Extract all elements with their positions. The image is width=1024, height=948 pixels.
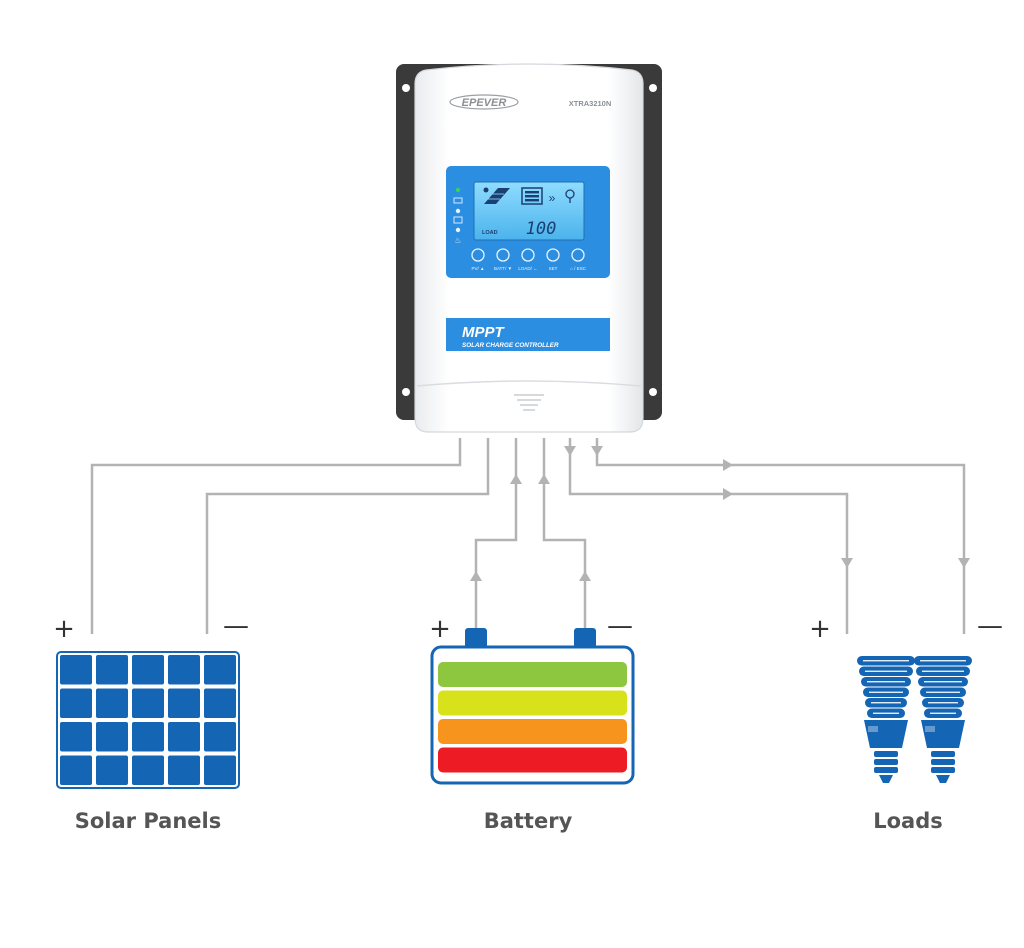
load-flow-arrow-icon xyxy=(723,459,733,471)
battery-positive-wire xyxy=(474,438,518,628)
mount-hole-tl xyxy=(402,84,410,92)
solar-minus-sign: — xyxy=(223,611,249,641)
battery-minus-sign: — xyxy=(607,611,633,641)
lcd-bulb-icon xyxy=(565,189,575,203)
solar-cell xyxy=(96,755,128,785)
button-label: ⌂ / ESC xyxy=(570,266,586,271)
solar-cell xyxy=(168,755,200,785)
load-left-button[interactable] xyxy=(521,248,535,262)
mount-hole-tr xyxy=(649,84,657,92)
battery-plus-sign: + xyxy=(429,614,451,644)
lcd-load-label: LOAD xyxy=(482,230,498,236)
load-flow-arrow-icon xyxy=(841,558,853,568)
battery-flow-arrow-icon xyxy=(470,571,482,581)
mppt-subtitle: SOLAR CHARGE CONTROLLER xyxy=(462,342,559,349)
loads-minus-sign: — xyxy=(977,611,1003,641)
solar-cell xyxy=(204,688,236,718)
battery-led xyxy=(455,208,461,214)
solar-cell xyxy=(204,655,236,685)
solar-plus-sign: + xyxy=(53,614,75,644)
battery-flow-arrow-icon xyxy=(538,474,550,484)
loads-group xyxy=(857,656,972,783)
battery-negative-wire xyxy=(542,438,587,628)
battery-flow-arrow-icon xyxy=(510,474,522,484)
pv-up-button[interactable] xyxy=(471,248,485,262)
load-flow-arrow-icon xyxy=(958,558,970,568)
battery-level-bar xyxy=(438,719,627,744)
battery-negative-terminal xyxy=(574,628,596,648)
solar-cell xyxy=(60,722,92,752)
solar-cell xyxy=(204,755,236,785)
solar-panels-label: Solar Panels xyxy=(75,809,221,833)
solar-cell xyxy=(168,722,200,752)
solar-cell xyxy=(168,688,200,718)
solar-negative-wire xyxy=(205,438,490,634)
solar-cell xyxy=(132,755,164,785)
load-flow-arrow-icon xyxy=(564,446,576,456)
battery-level-bar xyxy=(438,690,627,716)
button-label: SET xyxy=(549,266,558,271)
load-flow-arrow-icon xyxy=(723,488,733,500)
esc-button[interactable] xyxy=(571,248,585,262)
battery-level-bar xyxy=(438,747,627,773)
solar-cell xyxy=(204,722,236,752)
model-number: XTRA3210N xyxy=(569,99,612,108)
loads-label: Loads xyxy=(873,809,943,833)
brand-logo: EPEVER xyxy=(462,97,507,109)
battery-icon xyxy=(430,628,635,785)
solar-cell xyxy=(96,688,128,718)
battery-flow-arrow-icon xyxy=(579,571,591,581)
mount-hole-bl xyxy=(402,388,410,396)
lcd-readout: 100 xyxy=(526,219,557,239)
load-negative-wire xyxy=(595,438,966,634)
load-positive-wire xyxy=(568,438,849,634)
battery-level-bar xyxy=(438,662,627,687)
lcd-signal-icon: » xyxy=(549,191,556,205)
solar-cell xyxy=(132,722,164,752)
mppt-title: MPPT xyxy=(462,324,506,341)
battery-label: Battery xyxy=(484,809,573,833)
batt-down-button[interactable] xyxy=(496,248,510,262)
battery-positive-terminal xyxy=(465,628,487,648)
brand-logo-swoosh xyxy=(449,94,519,110)
loads-plus-sign: + xyxy=(809,614,831,644)
mppt-banner xyxy=(446,318,610,351)
solar-cell xyxy=(96,722,128,752)
button-label: PV/ ▲ xyxy=(472,266,485,271)
load-led xyxy=(455,227,461,233)
solar-panel-icon xyxy=(56,651,240,789)
button-label: LOAD/ ← xyxy=(518,266,537,271)
cfl-bulb-icon xyxy=(914,656,972,783)
mount-hole-br xyxy=(649,388,657,396)
load-flow-arrow-icon xyxy=(591,446,603,456)
solar-cell xyxy=(96,655,128,685)
wiring xyxy=(90,438,970,634)
solar-cell xyxy=(60,755,92,785)
solar-cell xyxy=(132,655,164,685)
button-label: BATT/ ▼ xyxy=(494,266,512,271)
battery-indicator-icon xyxy=(453,216,463,224)
solar-cell xyxy=(168,655,200,685)
solar-cell xyxy=(132,688,164,718)
solar-positive-wire xyxy=(90,438,462,634)
lcd-solar-panel-icon xyxy=(483,187,510,204)
solar-cell xyxy=(60,655,92,685)
pv-led xyxy=(455,187,461,193)
vent-icon xyxy=(514,394,544,411)
charge-controller: EPEVER XTRA3210N ♨ » LOAD 10 xyxy=(396,63,662,433)
cfl-bulb-icon xyxy=(857,656,915,783)
lcd-battery-icon xyxy=(521,187,543,205)
load-indicator-icon: ♨ xyxy=(454,236,461,245)
pv-indicator-icon xyxy=(453,197,463,204)
solar-cell xyxy=(60,688,92,718)
set-button[interactable] xyxy=(546,248,560,262)
control-buttons: PV/ ▲ BATT/ ▼ LOAD/ ← SET ⌂ / ESC xyxy=(471,248,587,271)
